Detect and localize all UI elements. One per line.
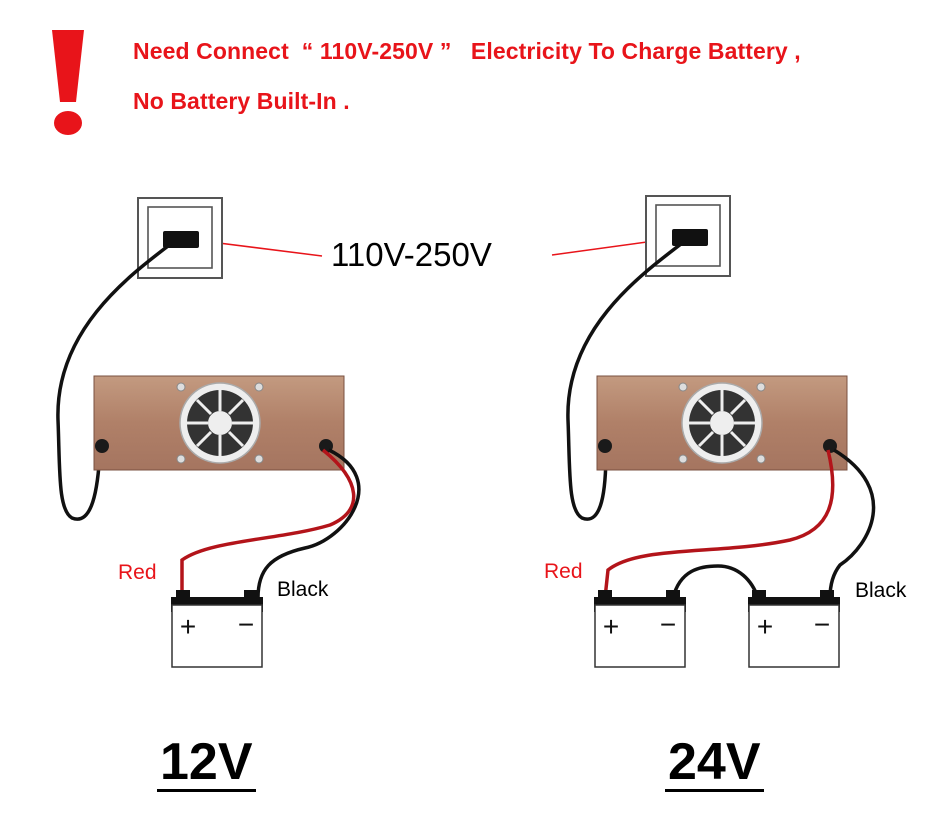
jumper-wire xyxy=(671,564,760,599)
battery xyxy=(171,590,263,668)
system-label-12v: 12V xyxy=(157,735,256,792)
charger-unit xyxy=(93,375,345,471)
wall-socket xyxy=(645,195,731,277)
system-24v xyxy=(566,195,876,668)
negative-terminal-label: − xyxy=(660,609,676,640)
black-wire-label: Black xyxy=(855,579,907,602)
notice-line-1: Need Connect “ 110V-250V ” Electricity T… xyxy=(133,38,801,64)
charger-unit xyxy=(596,375,848,471)
exclamation-icon xyxy=(52,30,84,135)
positive-terminal-label: + xyxy=(603,611,619,642)
battery xyxy=(594,590,686,668)
voltage-label: 110V-250V xyxy=(331,236,492,273)
black-wire-label: Black xyxy=(277,578,329,601)
red-wire-label: Red xyxy=(544,560,583,583)
system-label-24v: 24V xyxy=(665,735,764,792)
system-12v xyxy=(56,197,361,668)
red-wire-label: Red xyxy=(118,561,157,584)
negative-terminal-label: − xyxy=(814,609,830,640)
black-wire xyxy=(256,448,361,599)
wall-socket xyxy=(137,197,223,279)
red-wire xyxy=(603,449,835,599)
power-cord xyxy=(56,241,174,521)
negative-terminal-label: − xyxy=(238,609,254,640)
positive-terminal-label: + xyxy=(757,611,773,642)
positive-terminal-label: + xyxy=(180,611,196,642)
notice-line-2: No Battery Built-In . xyxy=(133,88,350,114)
power-cord xyxy=(566,239,687,521)
black-wire xyxy=(828,448,876,599)
battery xyxy=(748,590,840,668)
red-wire xyxy=(180,448,356,598)
